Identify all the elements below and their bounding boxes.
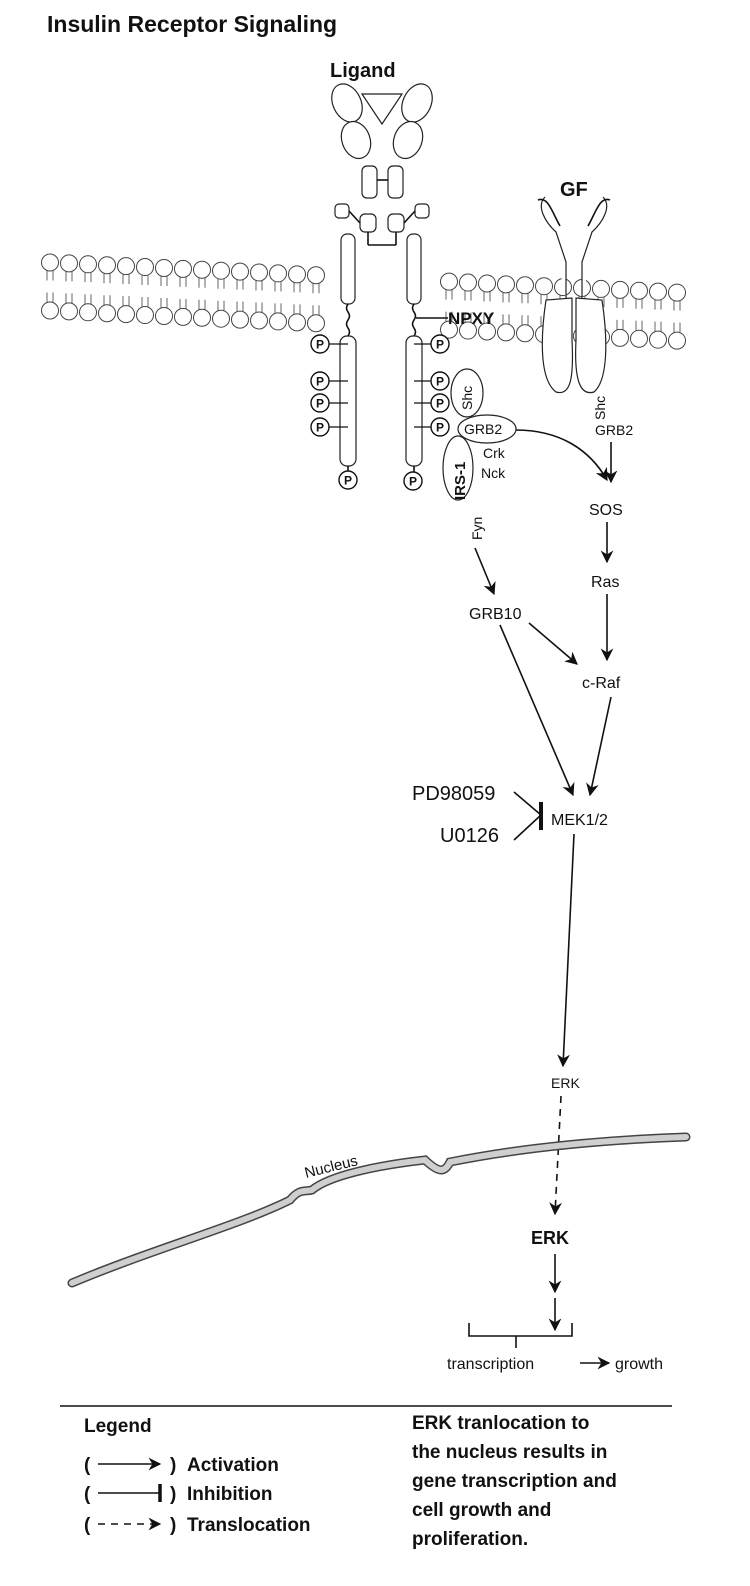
shc-adaptor: [450, 368, 484, 418]
erk-nucleus-node: ERK: [531, 1228, 569, 1248]
inhibitors: PD98059 U0126: [412, 783, 543, 847]
svg-text:): ): [170, 1515, 176, 1536]
phospho-site-icon: [310, 417, 330, 437]
phospho-label: P: [316, 375, 324, 389]
svg-text:): ): [170, 1455, 176, 1476]
legend-item-translocation: ( ) Translocation: [84, 1515, 311, 1536]
phospho-site-icon: [430, 417, 450, 437]
phospho-site-icon: [430, 393, 450, 413]
phospho-site-icon: [338, 470, 358, 490]
ligand-icon: [360, 93, 404, 126]
fyn-label: Fyn: [469, 517, 485, 540]
svg-text:the nucleus results in: the nucleus results in: [412, 1442, 607, 1463]
gf-shc-label: Shc: [592, 396, 608, 420]
legend-translocation-label: Translocation: [187, 1515, 311, 1536]
erk-cytoplasm-node: ERK: [551, 1075, 580, 1091]
phospho-site-icon: [310, 334, 330, 354]
phospho-site-icon: [430, 334, 450, 354]
craf-node: c-Raf: [582, 675, 621, 692]
pathway-arrows: [468, 429, 618, 1370]
pathway-nodes: SOS Ras GRB10 c-Raf MEK1/2 ERK ERK trans…: [447, 502, 663, 1373]
legend: Legend ( ) Activation ( ) Inhibition ( )…: [84, 1416, 311, 1536]
description-text: ERK tranlocation to the nucleus results …: [412, 1413, 617, 1550]
growth-label: growth: [615, 1356, 663, 1373]
cell-membrane: [41, 253, 686, 350]
legend-item-activation: ( ) Activation: [84, 1455, 279, 1476]
legend-inhibition-label: Inhibition: [187, 1484, 272, 1505]
svg-text:(: (: [84, 1455, 91, 1476]
phospho-label: P: [316, 421, 324, 435]
irs1-adaptor: [442, 435, 474, 501]
inhibitor-u0126: U0126: [440, 825, 499, 847]
nck-label: Nck: [481, 465, 506, 481]
irs1-label: IRS-1: [452, 462, 469, 500]
svg-text:ERK tranlocation to: ERK tranlocation to: [412, 1413, 589, 1434]
gf-label: GF: [560, 179, 588, 201]
legend-heading: Legend: [84, 1416, 152, 1437]
phospho-site-icon: [310, 371, 330, 391]
growth-factor-receptor: GF Shc GRB2: [537, 179, 633, 438]
crk-label: Crk: [483, 445, 506, 461]
ligand-label: Ligand: [330, 60, 396, 82]
mek-node: MEK1/2: [551, 812, 608, 829]
gf-grb2-label: GRB2: [595, 422, 633, 438]
svg-text:proliferation.: proliferation.: [412, 1529, 528, 1550]
phospho-label: P: [436, 338, 444, 352]
diagram-title: Insulin Receptor Signaling: [47, 11, 337, 37]
phospho-label: P: [436, 397, 444, 411]
adaptor-complex: Shc GRB2 IRS-1 Crk Nck Fyn: [442, 368, 517, 540]
phospho-site-icon: [403, 471, 423, 491]
phospho-label: P: [436, 375, 444, 389]
phospho-label: P: [436, 421, 444, 435]
sos-node: SOS: [589, 502, 623, 519]
grb10-node: GRB10: [469, 606, 522, 623]
svg-text:(: (: [84, 1515, 91, 1536]
shc-label: Shc: [459, 386, 475, 410]
legend-item-inhibition: ( ) Inhibition: [84, 1484, 272, 1505]
npxy-label: NPXY: [448, 309, 495, 328]
phospho-label: P: [316, 397, 324, 411]
legend-activation-label: Activation: [187, 1455, 279, 1476]
transcription-label: transcription: [447, 1356, 534, 1373]
svg-text:): ): [170, 1484, 176, 1505]
ras-node: Ras: [591, 574, 619, 591]
phospho-label: P: [344, 474, 352, 488]
svg-text:(: (: [84, 1484, 91, 1505]
phospho-site-icon: [430, 371, 450, 391]
inhibitor-pd98059: PD98059: [412, 783, 495, 805]
phospho-site-icon: [310, 393, 330, 413]
grb2-adaptor: [457, 414, 517, 444]
phospho-label: P: [316, 338, 324, 352]
svg-text:cell growth and: cell growth and: [412, 1500, 551, 1521]
phospho-label: P: [409, 475, 417, 489]
grb2-label: GRB2: [464, 421, 502, 437]
nuclear-membrane: Nucleus: [67, 1132, 691, 1288]
svg-text:gene transcription and: gene transcription and: [412, 1471, 617, 1492]
